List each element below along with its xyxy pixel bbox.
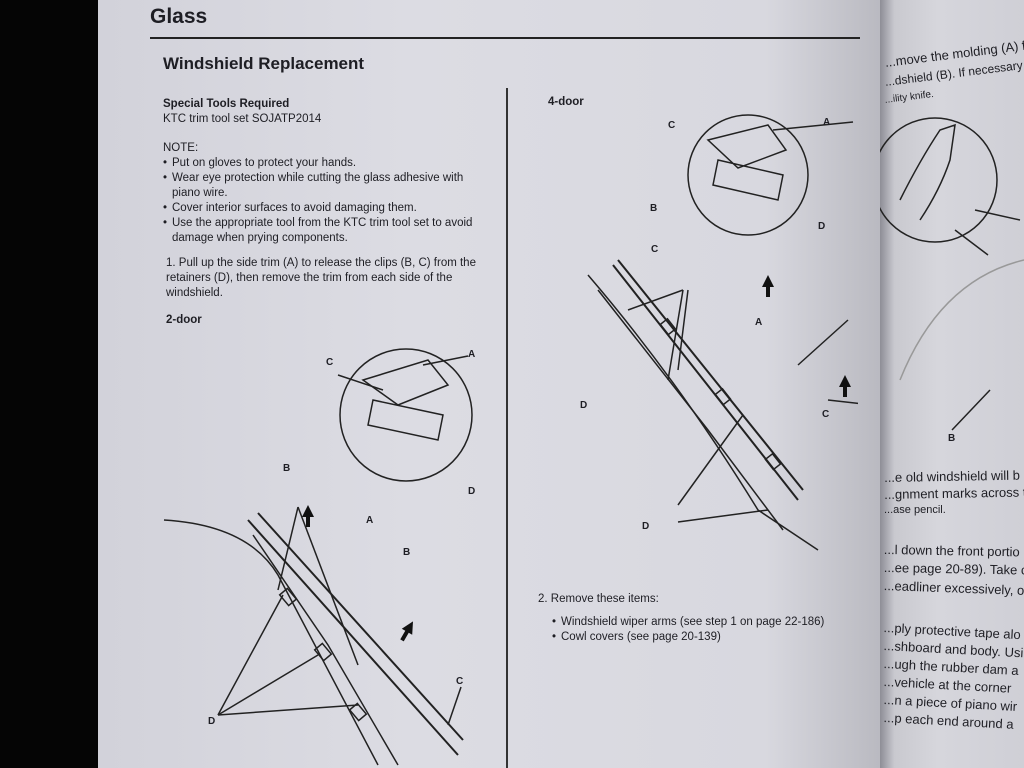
label-c: C bbox=[822, 409, 830, 420]
label-b: B bbox=[283, 463, 291, 474]
label-d: D bbox=[642, 521, 650, 532]
label-c: C bbox=[456, 676, 464, 687]
next-page-text: ...gnment marks across th bbox=[884, 484, 1024, 502]
header-rule bbox=[150, 37, 860, 39]
note-item: Put on gloves to protect your hands. bbox=[163, 156, 493, 171]
next-page-text: ...p each end around a bbox=[883, 710, 1014, 732]
column-divider bbox=[506, 88, 508, 768]
next-page-text: ...ase pencil. bbox=[884, 504, 946, 516]
note-list: Put on gloves to protect your hands. Wea… bbox=[163, 156, 493, 246]
note-label: NOTE: bbox=[163, 142, 199, 154]
label-b: B bbox=[403, 547, 411, 558]
label-a: A bbox=[468, 349, 476, 360]
label-c: C bbox=[326, 357, 334, 368]
note-item: Use the appropriate tool from the KTC tr… bbox=[163, 216, 493, 246]
label-a: A bbox=[755, 317, 763, 328]
variant-2door: 2-door bbox=[166, 314, 202, 326]
remove-item: Cowl covers (see page 20-139) bbox=[552, 630, 838, 645]
next-page-text: ...e old windshield will b bbox=[884, 467, 1021, 485]
tools-item: KTC trim tool set SOJATP2014 bbox=[163, 113, 322, 125]
label-c: C bbox=[651, 244, 659, 255]
page-title: Windshield Replacement bbox=[163, 54, 365, 73]
label-d: D bbox=[818, 221, 826, 232]
step-2-block: 2. Remove these items: Windshield wiper … bbox=[538, 592, 838, 645]
label-c: C bbox=[668, 120, 676, 131]
diagram-2door bbox=[163, 348, 473, 766]
next-page-text: ...ee page 20-89). Take car bbox=[883, 560, 1024, 578]
diagram-4door bbox=[587, 114, 858, 551]
variant-4door: 4-door bbox=[548, 96, 584, 108]
remove-items-list: Windshield wiper arms (see step 1 on pag… bbox=[552, 615, 838, 645]
note-item: Wear eye protection while cutting the gl… bbox=[163, 171, 493, 201]
molding-diagram bbox=[880, 117, 1024, 431]
detail-circle bbox=[339, 348, 473, 482]
label-a: A bbox=[366, 515, 374, 526]
label-d: D bbox=[208, 716, 216, 727]
remove-item: Windshield wiper arms (see step 1 on pag… bbox=[552, 615, 838, 630]
next-page-text: ...l down the front portio bbox=[883, 542, 1020, 560]
label-a: A bbox=[823, 117, 831, 128]
manual-page-right: ...move the molding (A) fro ...dshield (… bbox=[880, 0, 1024, 768]
manual-page-left: Glass Windshield Replacement Special Too… bbox=[98, 0, 883, 768]
label-d: D bbox=[468, 486, 476, 497]
next-page-text: ...eadliner excessively, or bbox=[883, 578, 1024, 599]
section-title: Glass bbox=[150, 5, 208, 28]
label-d: D bbox=[580, 400, 588, 411]
step-1: 1. Pull up the side trim (A) to release … bbox=[166, 257, 476, 299]
label-b: B bbox=[948, 433, 956, 444]
label-b: B bbox=[650, 203, 658, 214]
step-2: 2. Remove these items: bbox=[538, 593, 659, 605]
note-item: Cover interior surfaces to avoid damagin… bbox=[163, 201, 493, 216]
tools-heading: Special Tools Required bbox=[163, 98, 290, 110]
left-column: Special Tools Required KTC trim tool set… bbox=[163, 97, 493, 328]
